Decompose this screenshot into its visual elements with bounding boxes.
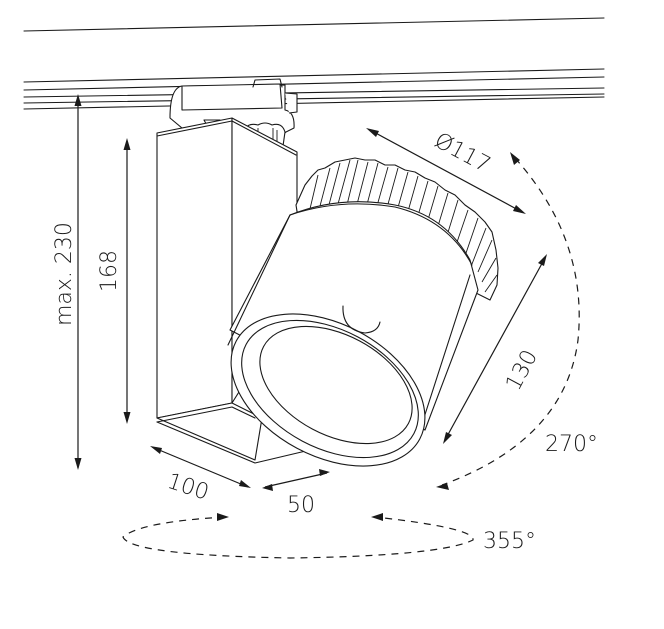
label-body-width: 50: [287, 493, 315, 518]
label-max-height: max. 230: [52, 222, 77, 326]
dimension-head-length: [443, 254, 547, 444]
label-body-height: 168: [97, 250, 122, 292]
pan-rotation-ellipse: [122, 513, 474, 559]
label-head-diameter: Ø117: [430, 128, 494, 178]
label-body-depth: 100: [164, 469, 212, 506]
label-pan-angle: 355°: [483, 529, 536, 554]
tilt-rotation-arc: [436, 152, 580, 490]
dimension-max-height: [74, 94, 82, 470]
lamp-head: [227, 201, 479, 467]
dimension-head-diameter: [366, 128, 526, 214]
dimension-body-depth: [150, 446, 251, 488]
label-tilt-angle: 270°: [545, 432, 598, 457]
dimension-body-height: [123, 138, 131, 424]
driver-housing: [156, 117, 311, 464]
dimension-body-width: [262, 469, 330, 491]
label-head-length: 130: [501, 346, 543, 395]
ceiling-line: [23, 17, 605, 32]
track-rail: [23, 68, 605, 110]
